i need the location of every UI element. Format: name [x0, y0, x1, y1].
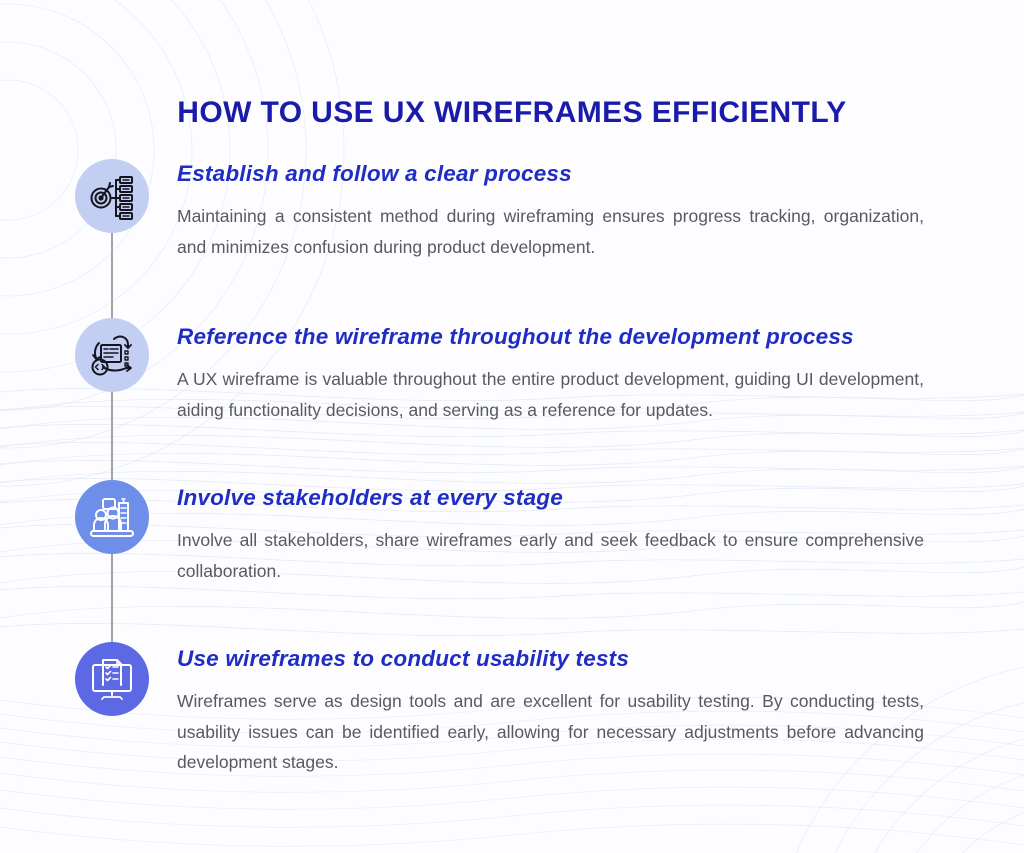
page-title: HOW TO USE UX WIREFRAMES EFFICIENTLY	[177, 96, 847, 130]
step-2-heading: Reference the wireframe throughout the d…	[177, 324, 854, 349]
step-2-icon-circle	[75, 318, 149, 392]
step-1-body: Maintaining a consistent method during w…	[177, 206, 924, 257]
step-section-1: Establish and follow a clear process Mai…	[177, 160, 924, 262]
step-3-icon-circle	[75, 480, 149, 554]
step-4-heading: Use wireframes to conduct usability test…	[177, 646, 630, 671]
wireframe-cycle-code-icon	[91, 335, 132, 376]
target-flowchart-icon	[90, 176, 133, 220]
step-3-body: Involve all stakeholders, share wirefram…	[177, 530, 924, 581]
monitor-checklist-icon	[92, 659, 132, 700]
step-section-4: Use wireframes to conduct usability test…	[177, 645, 924, 778]
step-section-3: Involve stakeholders at every stage Invo…	[177, 484, 924, 586]
step-section-2: Reference the wireframe throughout the d…	[177, 323, 924, 425]
stakeholders-building-icon	[90, 498, 134, 537]
step-1-heading: Establish and follow a clear process	[177, 161, 572, 186]
step-4-icon-circle	[75, 642, 149, 716]
step-1-icon-circle	[75, 159, 149, 233]
step-2-body: A UX wireframe is valuable throughout th…	[177, 369, 924, 420]
step-connector-line	[111, 196, 113, 681]
step-3-heading: Involve stakeholders at every stage	[177, 485, 563, 510]
step-4-body: Wireframes serve as design tools and are…	[177, 691, 924, 772]
